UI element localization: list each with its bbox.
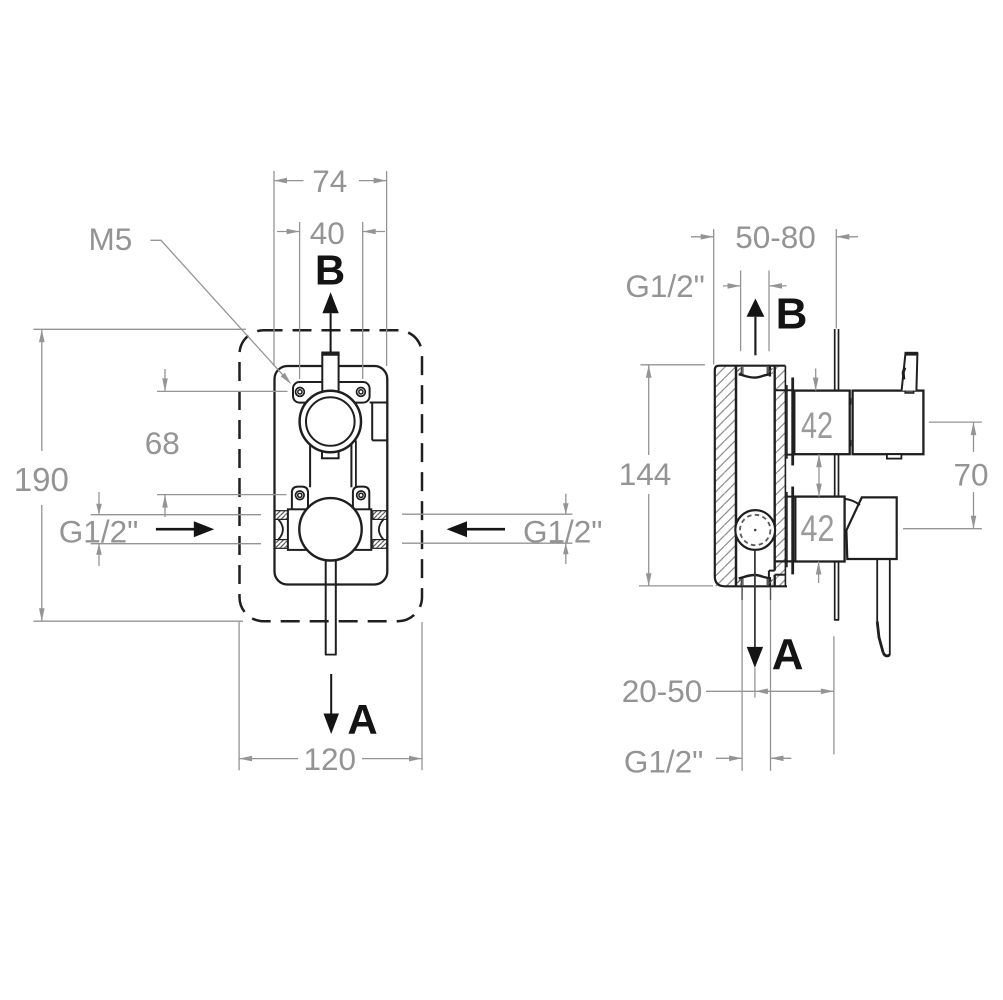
svg-text:74: 74 — [312, 163, 347, 199]
svg-text:68: 68 — [145, 425, 180, 461]
svg-text:B: B — [776, 290, 808, 339]
svg-text:144: 144 — [619, 456, 672, 492]
svg-text:G1/2": G1/2" — [523, 514, 602, 550]
svg-text:G1/2": G1/2" — [625, 268, 704, 304]
svg-text:42: 42 — [801, 508, 835, 549]
svg-text:G1/2": G1/2" — [59, 514, 138, 550]
svg-text:M5: M5 — [89, 221, 133, 257]
svg-text:40: 40 — [310, 215, 345, 251]
svg-text:A: A — [347, 696, 377, 743]
svg-text:B: B — [315, 246, 345, 293]
svg-text:A: A — [772, 630, 804, 679]
svg-text:70: 70 — [953, 456, 988, 492]
svg-text:120: 120 — [304, 741, 357, 777]
svg-text:190: 190 — [14, 461, 69, 498]
svg-text:42: 42 — [801, 405, 833, 446]
svg-text:G1/2": G1/2" — [624, 744, 703, 780]
svg-text:50-80: 50-80 — [735, 219, 816, 255]
svg-text:20-50: 20-50 — [622, 673, 703, 709]
